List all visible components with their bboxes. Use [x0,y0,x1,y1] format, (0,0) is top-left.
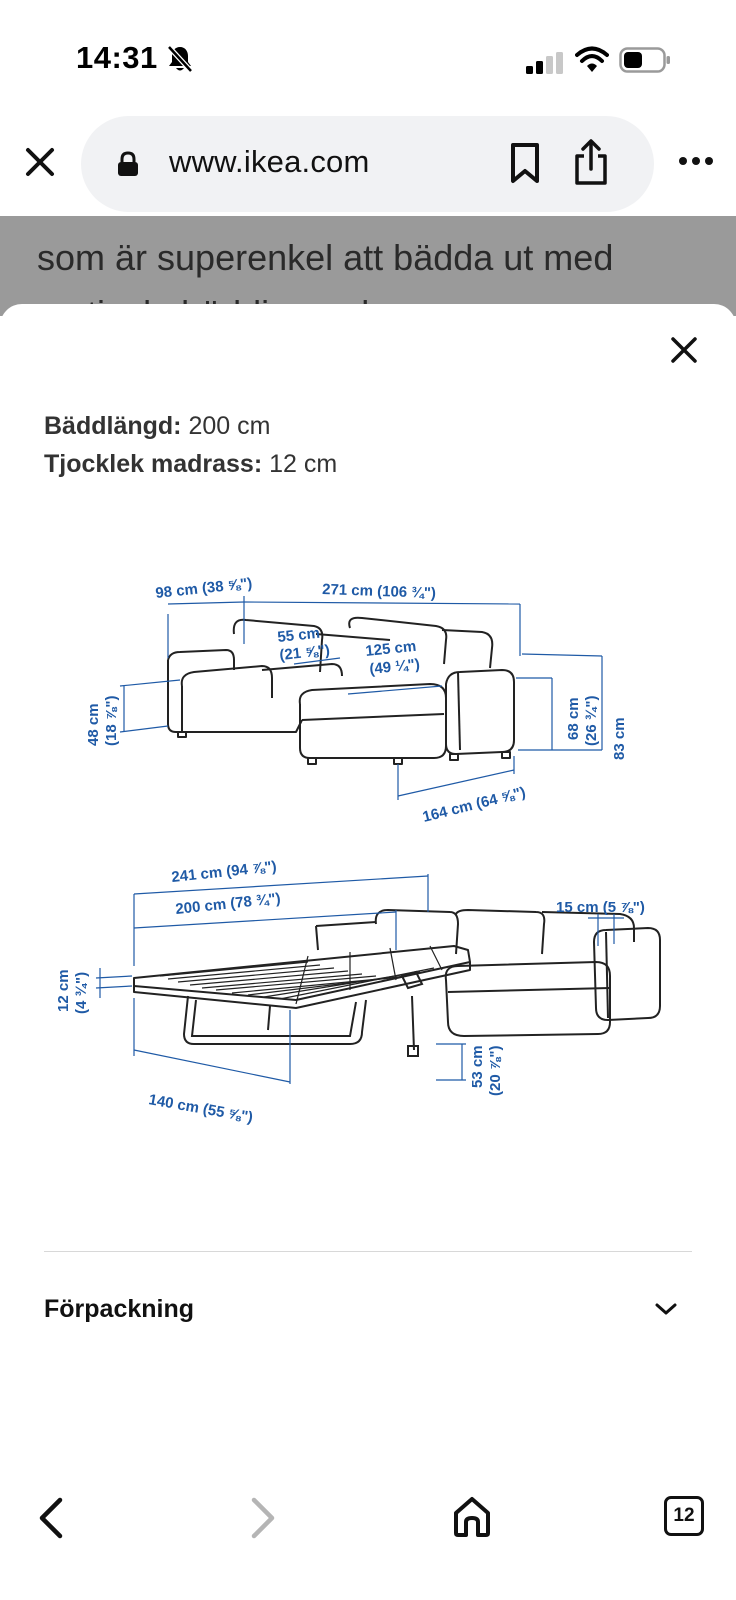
dim-241cm: 241 cm (94 ⅞") [171,858,278,886]
background-page-overlay: som är superenkel att bädda ut med en tj… [0,216,736,316]
sofa-drawing [167,616,515,765]
spec-mattress-thickness: Tjocklek madrass: 12 cm [44,446,337,482]
tabs-count-button[interactable]: 12 [664,1496,704,1536]
dim-98cm: 98 cm (38 ⅝") [155,575,253,602]
spec-label: Tjocklek madrass: [44,450,263,478]
dim-83cm: 83 cm [611,717,628,760]
address-bar[interactable]: www.ikea.com [81,116,654,212]
accordion-title: Förpackning [44,1294,195,1323]
dim-12cm-in: (4 ¾") [73,972,90,1014]
spec-label: Bäddlängd: [44,412,182,440]
close-sheet-button[interactable] [664,330,704,370]
dim-53cm-in: (20 ⅞") [487,1046,504,1096]
status-time: 14:31 [76,40,158,75]
dim-53cm: 53 cm [469,1045,486,1088]
dim-271cm: 271 cm (106 ¾") [322,581,436,602]
product-details-sheet: Bäddlängd: 200 cm Tjocklek madrass: 12 c… [0,304,736,1456]
spec-bed-length: Bäddlängd: 200 cm [44,408,270,444]
battery-icon [619,47,670,73]
dim-68cm: 68 cm [565,697,582,740]
close-tab-button[interactable] [20,142,60,182]
bed-frame [182,970,424,1057]
browser-bottom-nav: 12 [0,1456,736,1600]
url-text: www.ikea.com [169,144,370,179]
wifi-icon [575,46,609,72]
back-arrow-icon[interactable] [34,1496,70,1540]
spec-value: 12 cm [269,450,338,478]
dim-125cm-in: (49 ¼") [369,656,421,678]
dim-140cm: 140 cm (55 ⅝") [147,1091,254,1126]
dimensions-diagram: 98 cm (38 ⅝") 271 cm (106 ¾") 55 cm (21 … [55,575,661,1126]
bookmark-icon[interactable] [508,142,542,184]
dim-12cm: 12 cm [55,969,72,1012]
dim-200cm: 200 cm (78 ¾") [175,890,282,918]
cellular-signal-icon [526,52,563,74]
more-options-icon[interactable] [678,154,714,168]
top-dimension-lines [119,596,603,800]
mattress-slats [159,945,443,1005]
lock-icon [118,151,138,176]
sofa-bed-drawing [133,909,661,1037]
share-icon[interactable] [572,138,610,186]
bell-off-icon [167,45,193,73]
section-divider [44,1251,692,1252]
chevron-down-icon [655,1303,677,1315]
dim-125cm: 125 cm [365,638,417,660]
dim-55cm-in: (21 ⅝") [279,642,331,664]
bottom-dimension-lines [95,874,624,1084]
dim-15cm: 15 cm (5 ⅞") [556,899,645,916]
close-icon [671,337,697,363]
dim-164cm: 164 cm (64 ⅝") [421,784,527,826]
status-bar: 14:31 [0,0,736,112]
home-icon[interactable] [452,1494,492,1538]
spec-value: 200 cm [188,412,271,440]
forward-arrow-icon[interactable] [244,1496,280,1540]
dim-48cm-in: (18 ⅞") [103,696,120,746]
dim-48cm: 48 cm [85,703,102,746]
background-text-line: som är superenkel att bädda ut med [37,237,614,278]
browser-toolbar: www.ikea.com [0,112,736,216]
packaging-accordion[interactable]: Förpackning [44,1279,692,1339]
dim-68cm-in: (26 ¾") [583,696,600,746]
close-icon [26,148,54,176]
dim-55cm: 55 cm [277,625,321,646]
